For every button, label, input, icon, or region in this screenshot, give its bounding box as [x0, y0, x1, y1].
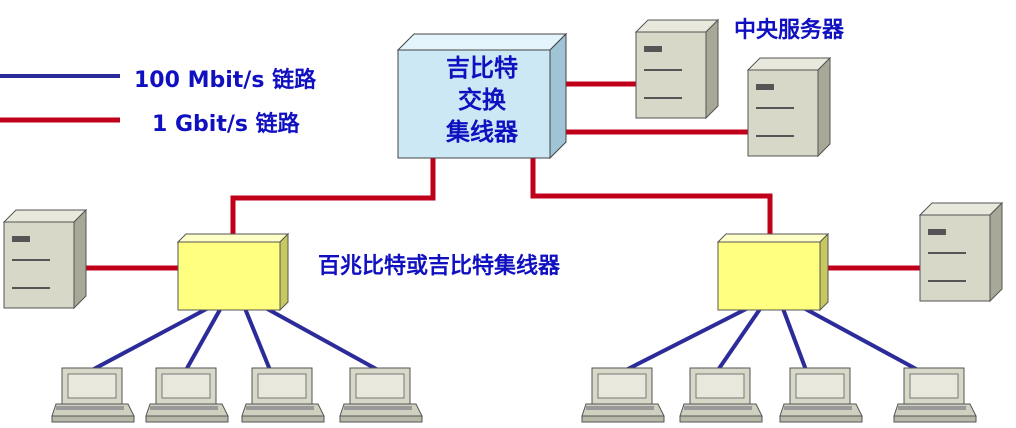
- legend-label-1g: 1 Gbit/s 链路: [152, 112, 300, 137]
- workstation-icon: [145, 367, 229, 423]
- central-servers-label: 中央服务器: [734, 18, 845, 43]
- workstation-icon: [679, 367, 763, 423]
- switch-box: [396, 32, 568, 160]
- legend-label-100m: 100 Mbit/s 链路: [134, 68, 317, 93]
- workstation-icon: [893, 367, 977, 423]
- switch-label-line-2: 交换: [458, 86, 506, 114]
- server-icon: [747, 57, 831, 157]
- switch-label-line-1: 吉比特: [446, 54, 518, 82]
- server-icon: [919, 202, 1003, 302]
- workstation-icon: [241, 367, 325, 423]
- hub-box-right: [716, 232, 830, 312]
- server-icon: [635, 19, 719, 119]
- server-icon: [3, 209, 87, 309]
- fast-ethernet-links: [91, 304, 919, 372]
- switch-label-line-3: 集线器: [446, 118, 518, 146]
- switch-label: 吉比特 交换 集线器: [398, 52, 566, 148]
- gigabit-links: [86, 81, 920, 271]
- hub-box-left: [176, 232, 290, 312]
- workstation-icon: [779, 367, 863, 423]
- workstation-icon: [339, 367, 423, 423]
- workstation-icon: [51, 367, 135, 423]
- workstation-icon: [581, 367, 665, 423]
- hubs-label: 百兆比特或吉比特集线器: [318, 254, 561, 279]
